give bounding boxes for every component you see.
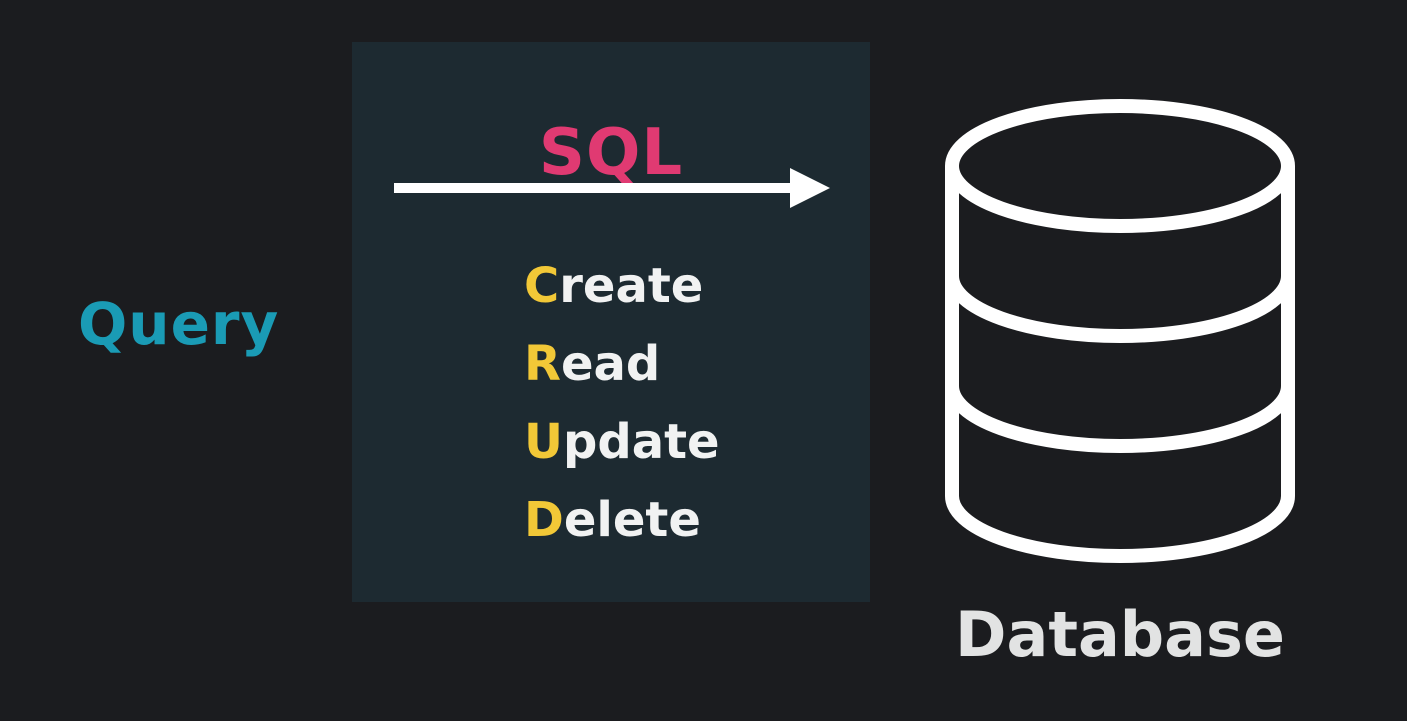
crud-rest: elete bbox=[563, 492, 701, 548]
arrow-right-icon bbox=[394, 168, 830, 208]
sql-panel: SQL Create Read Update Delete bbox=[352, 42, 870, 602]
crud-item-update: Update bbox=[524, 410, 720, 488]
crud-initial: U bbox=[524, 414, 563, 470]
crud-item-create: Create bbox=[524, 254, 720, 332]
database-label: Database bbox=[955, 598, 1285, 671]
crud-initial: C bbox=[524, 258, 560, 314]
crud-initial: D bbox=[524, 492, 564, 548]
sql-title: SQL bbox=[538, 116, 684, 190]
crud-list: Create Read Update Delete bbox=[524, 254, 720, 566]
crud-initial: R bbox=[524, 336, 561, 392]
crud-item-read: Read bbox=[524, 332, 720, 410]
crud-rest: ead bbox=[560, 336, 661, 392]
database-icon bbox=[945, 99, 1295, 563]
crud-item-delete: Delete bbox=[524, 488, 720, 566]
query-label: Query bbox=[78, 290, 280, 358]
crud-rest: reate bbox=[559, 258, 704, 314]
crud-rest: pdate bbox=[562, 414, 720, 470]
